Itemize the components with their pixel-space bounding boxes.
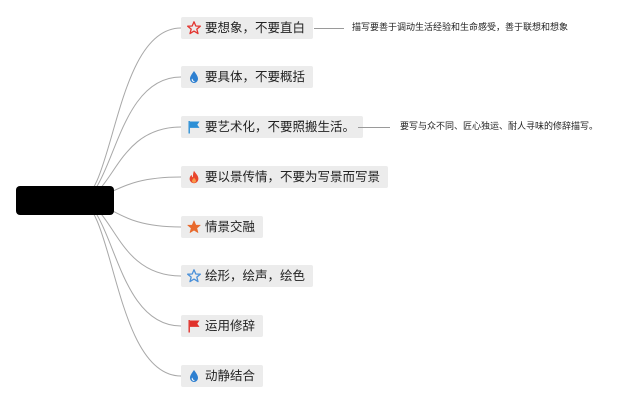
fire-icon bbox=[187, 170, 201, 184]
star-outline-red-icon bbox=[187, 21, 201, 35]
branch-label: 要具体，不要概括 bbox=[205, 69, 306, 84]
branch-label: 动静结合 bbox=[205, 368, 256, 383]
water-drop-icon bbox=[187, 70, 201, 84]
branch-node-motion[interactable]: 动静结合 bbox=[181, 365, 264, 387]
branch-label: 绘形，绘声，绘色 bbox=[205, 268, 306, 283]
link-b2 bbox=[77, 76, 182, 201]
note-connector bbox=[358, 127, 390, 128]
branch-node-emotion[interactable]: 要以景传情，不要为写景而写景 bbox=[181, 166, 389, 188]
flag-blue-icon bbox=[187, 120, 201, 134]
note-artistic[interactable]: 要写与众不同、匠心独运、耐人寻味的修辞描写。 bbox=[400, 122, 599, 132]
note-connector bbox=[314, 28, 344, 29]
water-drop-icon bbox=[187, 369, 201, 383]
branch-node-rhetoric[interactable]: 运用修辞 bbox=[181, 315, 264, 337]
star-filled-orange-icon bbox=[187, 220, 201, 234]
flag-red-icon bbox=[187, 319, 201, 333]
branch-node-senses[interactable]: 绘形，绘声，绘色 bbox=[181, 265, 314, 287]
branch-node-blend[interactable]: 情景交融 bbox=[181, 216, 264, 238]
branch-node-concrete[interactable]: 要具体，不要概括 bbox=[181, 66, 314, 88]
branch-label: 运用修辞 bbox=[205, 318, 256, 333]
note-imagination[interactable]: 描写要善于调动生活经验和生命感受，善于联想和想象 bbox=[352, 23, 569, 33]
branch-node-artistic[interactable]: 要艺术化，不要照搬生活。 bbox=[181, 116, 364, 138]
branch-label: 情景交融 bbox=[205, 219, 256, 234]
star-outline-blue-icon bbox=[187, 269, 201, 283]
branch-label: 要艺术化，不要照搬生活。 bbox=[205, 119, 356, 134]
branch-node-imagination[interactable]: 要想象，不要直白 bbox=[181, 17, 314, 39]
branch-label: 要想象，不要直白 bbox=[205, 20, 306, 35]
branch-label: 要以景传情，不要为写景而写景 bbox=[205, 169, 381, 184]
root-node[interactable] bbox=[16, 186, 114, 215]
